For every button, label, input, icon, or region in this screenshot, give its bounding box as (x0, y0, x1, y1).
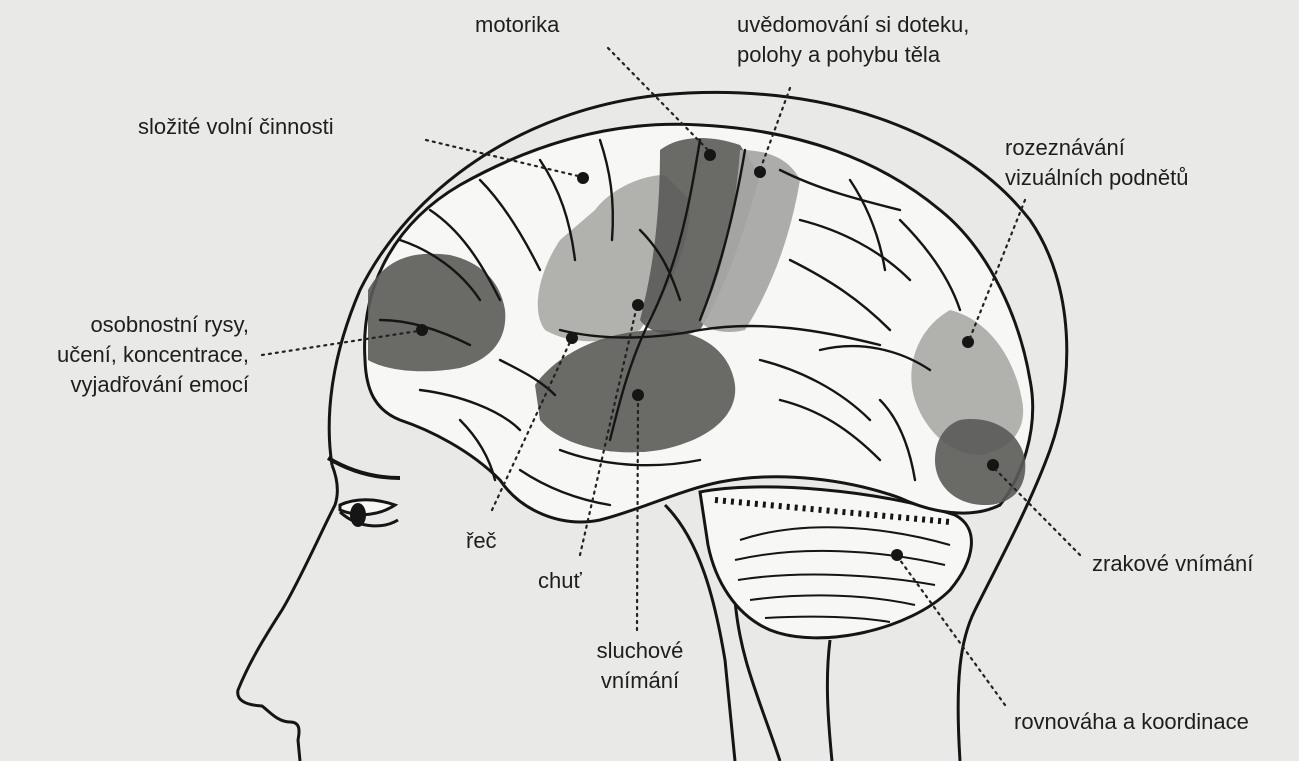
eyebrow (328, 458, 400, 478)
dot-complex (577, 172, 589, 184)
eye (340, 500, 398, 527)
dot-vision (987, 459, 999, 471)
label-vision: zrakové vnímání (1092, 549, 1253, 579)
label-speech: řeč (466, 526, 497, 556)
label-personality: osobnostní rysy, učení, koncentrace, vyj… (0, 310, 249, 400)
leader-hearing (637, 400, 638, 630)
dot-speech (566, 332, 578, 344)
dot-personality (416, 324, 428, 336)
dot-motor (704, 149, 716, 161)
label-complex: složité volní činnosti (138, 112, 334, 142)
label-balance: rovnováha a koordinace (1014, 707, 1249, 737)
dot-hearing (632, 389, 644, 401)
dot-taste (632, 299, 644, 311)
dot-visual-recognition (962, 336, 974, 348)
label-visual-recognition: rozeznávání vizuálních podnětů (1005, 133, 1188, 193)
label-taste: chuť (538, 566, 582, 596)
dot-balance (891, 549, 903, 561)
face-profile (238, 465, 338, 761)
label-motorika: motorika (475, 10, 559, 40)
label-hearing: sluchové vnímání (570, 636, 710, 696)
label-touch: uvědomování si doteku, polohy a pohybu t… (737, 10, 969, 70)
